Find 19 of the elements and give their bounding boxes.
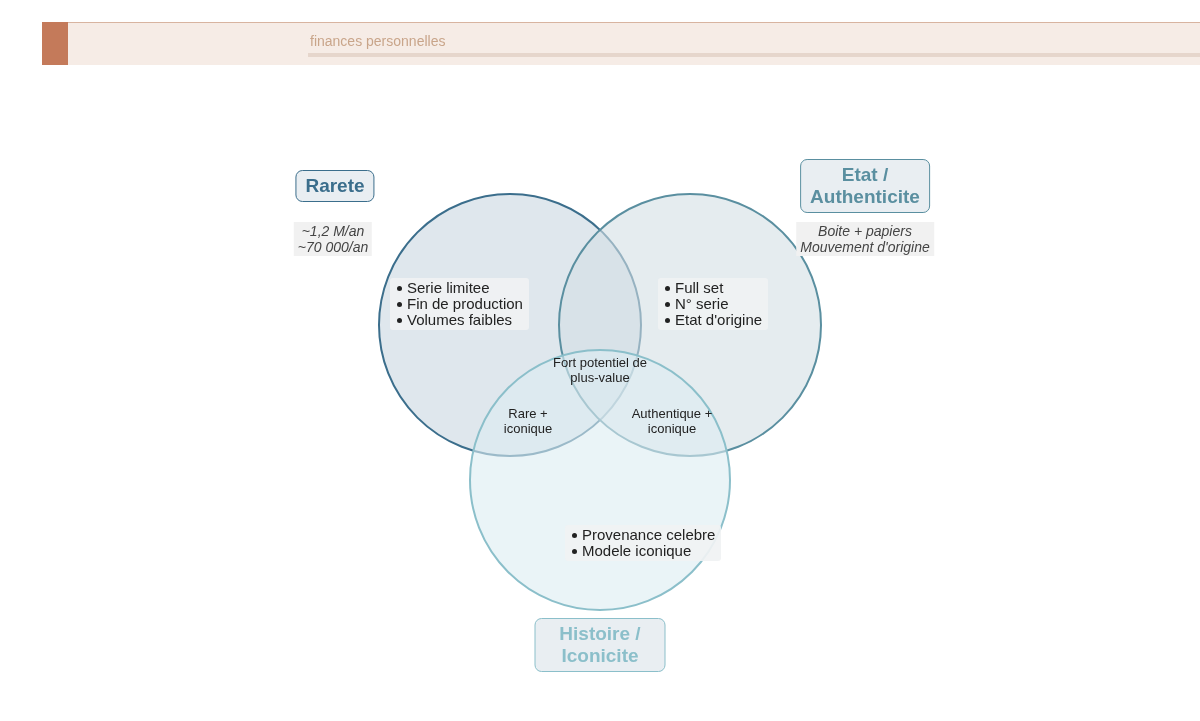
overlap-label: Rare + iconique: [502, 406, 554, 436]
bullet-text: Fin de production: [407, 295, 523, 312]
bullet-text: Serie limitee: [407, 279, 490, 296]
overlap-label: Fort potentiel de plus-value: [552, 355, 648, 385]
note-text: Boite + papiers: [817, 223, 913, 239]
overlap-label: Authentique + iconique: [630, 406, 714, 436]
bullet-text: Volumes faibles: [407, 311, 513, 328]
note-text: ~1,2 M/an: [300, 223, 366, 239]
header-subtitle: finances personnelles: [310, 34, 446, 49]
note-text: Mouvement d'origine: [800, 239, 930, 255]
circle-title: Rarete: [295, 170, 375, 202]
bullet-text: Modele iconique: [582, 542, 692, 559]
bullet-text: Etat d'origine: [675, 311, 763, 328]
bullet-text: Full set: [675, 279, 724, 296]
bullet-text: Provenance celebre: [582, 526, 716, 543]
note-text: ~70 000/an: [297, 239, 369, 255]
circle-title: Etat / Authenticite: [800, 159, 930, 213]
circle-title: Histoire / Iconicite: [534, 618, 666, 672]
bullet-text: N° serie: [675, 295, 729, 312]
